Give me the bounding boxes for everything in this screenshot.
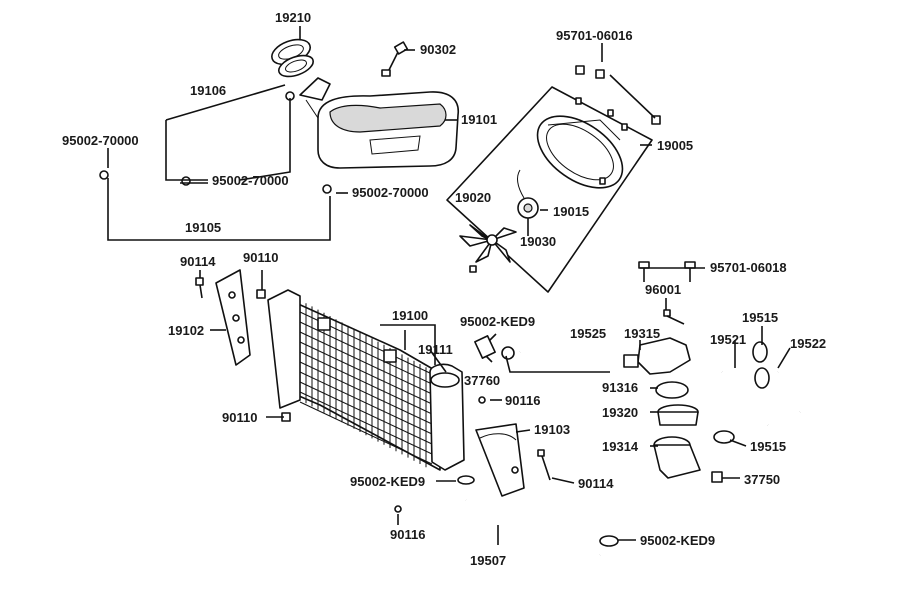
part-labels: 19210 90302 95701-06016 19106 19101 9500… bbox=[62, 10, 826, 568]
radiator-fin bbox=[299, 361, 433, 425]
label-90116-bottom: 90116 bbox=[390, 527, 425, 542]
hose-19507 bbox=[460, 498, 619, 574]
reservoir-cap bbox=[271, 38, 314, 78]
hose-19525 bbox=[501, 335, 626, 368]
label-19101: 19101 bbox=[461, 112, 497, 127]
label-19030: 19030 bbox=[520, 234, 556, 249]
label-19314: 19314 bbox=[602, 439, 639, 454]
bracket-19102 bbox=[215, 269, 251, 366]
label-91316: 91316 bbox=[602, 380, 638, 395]
label-19522: 19522 bbox=[790, 336, 826, 351]
label-19315: 19315 bbox=[624, 326, 660, 341]
label-19020: 19020 bbox=[455, 190, 491, 205]
radiator-fin bbox=[299, 391, 433, 455]
label-19106: 19106 bbox=[190, 83, 226, 98]
radiator-fin bbox=[299, 381, 433, 445]
label-19515-top: 19515 bbox=[742, 310, 778, 325]
label-19015: 19015 bbox=[553, 204, 589, 219]
bolt-90302 bbox=[381, 41, 409, 77]
radiator-fin bbox=[299, 341, 433, 405]
label-19105: 19105 bbox=[185, 220, 221, 235]
leader-lines bbox=[107, 26, 791, 545]
label-95002-KED9-bottom: 95002-KED9 bbox=[640, 533, 715, 548]
bracket-19103 bbox=[475, 423, 525, 497]
label-19005: 19005 bbox=[657, 138, 693, 153]
label-19103: 19103 bbox=[534, 422, 570, 437]
label-19507: 19507 bbox=[470, 553, 506, 568]
label-95002-70000-mid: 95002-70000 bbox=[212, 173, 289, 188]
label-37760: 37760 bbox=[464, 373, 500, 388]
radiator-fin bbox=[299, 331, 433, 395]
hoses-upper bbox=[99, 91, 332, 212]
label-90116-mid: 90116 bbox=[505, 393, 540, 408]
label-90302: 90302 bbox=[420, 42, 456, 57]
label-95002-70000-left: 95002-70000 bbox=[62, 133, 139, 148]
reservoir-tank bbox=[299, 77, 459, 169]
radiator bbox=[267, 289, 475, 485]
label-19102: 19102 bbox=[168, 323, 204, 338]
label-19111: 19111 bbox=[418, 342, 453, 357]
label-19521: 19521 bbox=[710, 332, 746, 347]
bolts-95701-06018 bbox=[638, 261, 696, 282]
radiator-fin bbox=[299, 371, 433, 435]
radiator-fin bbox=[299, 351, 433, 415]
label-90110-top: 90110 bbox=[243, 250, 278, 265]
label-95002-70000-right: 95002-70000 bbox=[352, 185, 429, 200]
label-19210: 19210 bbox=[275, 10, 311, 25]
label-19525: 19525 bbox=[570, 326, 606, 341]
label-90114-top: 90114 bbox=[180, 254, 216, 269]
label-19100: 19100 bbox=[392, 308, 428, 323]
label-95002-KED9-mid: 95002-KED9 bbox=[350, 474, 425, 489]
label-37750: 37750 bbox=[744, 472, 780, 487]
label-90110-mid: 90110 bbox=[222, 410, 257, 425]
label-19320: 19320 bbox=[602, 405, 638, 420]
thermostat-housing bbox=[623, 337, 723, 483]
fasteners bbox=[195, 277, 685, 513]
fan-assembly bbox=[446, 86, 653, 293]
label-95701-06016: 95701-06016 bbox=[556, 28, 633, 43]
label-96001: 96001 bbox=[645, 282, 681, 297]
label-95701-06018: 95701-06018 bbox=[710, 260, 787, 275]
radiator-fin bbox=[299, 401, 433, 465]
label-90114-bottom: 90114 bbox=[578, 476, 614, 491]
sensor-37760 bbox=[474, 333, 497, 359]
bolts-95701-06016 bbox=[575, 65, 661, 125]
label-19515-bottom: 19515 bbox=[750, 439, 786, 454]
hoses-19521-19522 bbox=[713, 341, 822, 444]
label-95002-KED9-top: 95002-KED9 bbox=[460, 314, 535, 329]
radiator-fin bbox=[299, 321, 433, 385]
